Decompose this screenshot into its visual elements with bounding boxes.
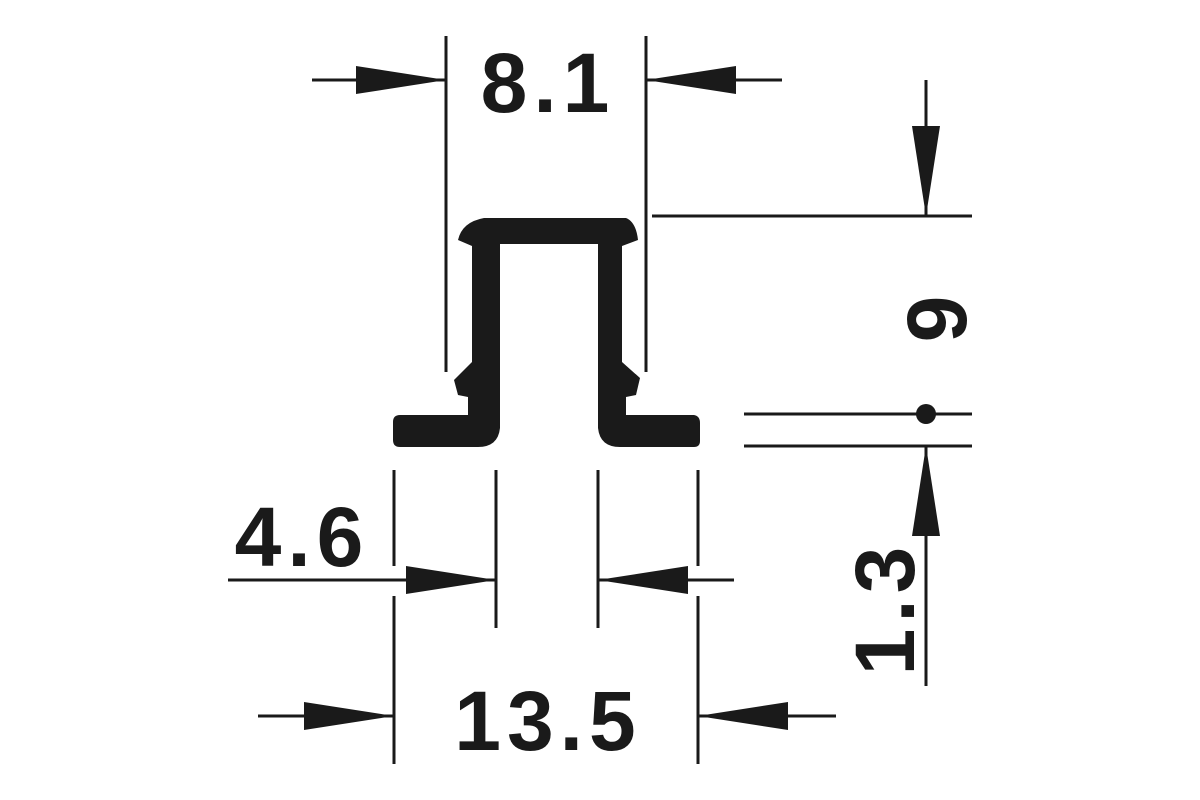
label-slot-width: 4.6 <box>235 490 370 584</box>
dimension-base-thickness: 1.3 <box>838 446 940 686</box>
dimension-slot-width: 4.6 <box>228 470 734 628</box>
arrow-up-icon <box>912 446 940 536</box>
profile-body <box>393 218 700 447</box>
arrow-left-icon <box>598 566 688 594</box>
label-total-width: 13.5 <box>454 674 642 768</box>
arrow-right-icon <box>356 66 446 94</box>
dimension-total-width: 13.5 <box>258 596 836 768</box>
rail-profile <box>393 218 700 447</box>
label-base-thickness: 1.3 <box>838 541 932 676</box>
dimension-top-width: 8.1 <box>312 36 782 372</box>
arrow-right-icon <box>406 566 496 594</box>
arrow-left-icon <box>646 66 736 94</box>
arrow-down-icon <box>912 126 940 216</box>
label-height: 9 <box>890 290 984 343</box>
dimension-height: 9 <box>652 80 984 448</box>
arrow-left-icon <box>698 702 788 730</box>
dot-marker <box>916 404 936 424</box>
label-top-width: 8.1 <box>481 36 616 130</box>
arrow-right-icon <box>304 702 394 730</box>
